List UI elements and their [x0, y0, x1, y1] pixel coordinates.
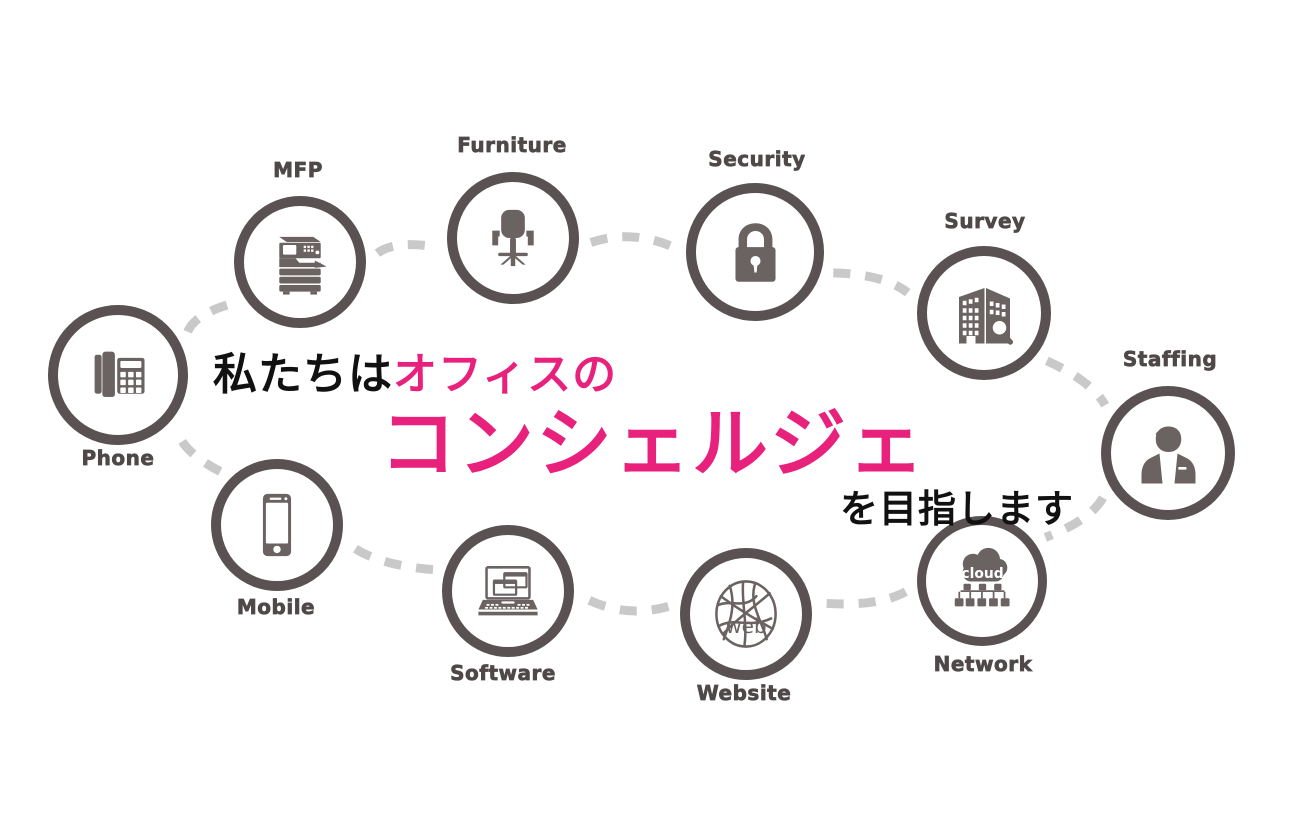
- node-label-network: Network: [933, 652, 1033, 677]
- node-security[interactable]: [686, 183, 824, 321]
- node-mfp[interactable]: [234, 196, 366, 328]
- node-software[interactable]: [442, 525, 574, 657]
- node-network[interactable]: cloud: [917, 516, 1047, 646]
- node-label-staffing: Staffing: [1122, 347, 1218, 372]
- connector-security-to-survey: [833, 268, 911, 297]
- node-website[interactable]: web: [680, 548, 812, 680]
- node-label-survey: Survey: [944, 209, 1026, 234]
- headline-line-1-pink: オフィスの: [393, 349, 618, 400]
- office-chair-icon: [492, 209, 534, 267]
- multifunction-printer-icon: [279, 236, 327, 295]
- desk-phone-icon: [94, 351, 145, 397]
- connector-mobile-to-phone: [173, 429, 223, 476]
- businessperson-icon: [1141, 426, 1195, 483]
- node-label-website: Website: [696, 681, 792, 706]
- connector-survey-to-staffing: [1045, 356, 1110, 408]
- svg-text:cloud: cloud: [961, 565, 1003, 581]
- node-furniture[interactable]: [447, 172, 579, 304]
- connector-staffing-to-network: [1043, 495, 1107, 542]
- headline-line-2: コンシェルジェ: [380, 399, 926, 488]
- node-phone[interactable]: [48, 305, 188, 445]
- node-label-security: Security: [708, 147, 806, 172]
- smartphone-icon: [262, 493, 292, 557]
- node-staffing[interactable]: [1101, 386, 1235, 520]
- svg-text:web: web: [725, 614, 766, 638]
- node-survey[interactable]: [917, 246, 1051, 380]
- node-ring-software: [442, 525, 574, 657]
- connector-website-to-software: [583, 594, 670, 616]
- padlock-icon: [734, 222, 776, 282]
- node-label-phone: Phone: [81, 446, 155, 471]
- node-label-software: Software: [450, 661, 556, 686]
- connector-network-to-website: [822, 587, 908, 609]
- connector-phone-to-mfp: [183, 298, 235, 334]
- node-label-mfp: MFP: [273, 158, 323, 183]
- headline-line-3: を目指します: [840, 487, 1075, 531]
- building-search-icon: [958, 287, 1013, 345]
- node-label-mobile: Mobile: [236, 595, 316, 620]
- node-label-furniture: Furniture: [457, 133, 567, 158]
- connector-software-to-mobile: [349, 542, 434, 575]
- connector-furniture-to-security: [589, 232, 676, 252]
- node-mobile[interactable]: [211, 459, 343, 591]
- headline-block: 私たちはオフィスの コンシェルジェ を目指します: [205, 338, 1085, 531]
- node-ring-mfp: [234, 196, 366, 328]
- headline-line-1-black: 私たちは: [213, 349, 393, 400]
- web-globe-icon: web: [715, 580, 777, 648]
- headline-line-1: 私たちはオフィスの: [213, 338, 617, 402]
- cloud-network-icon: cloud: [954, 547, 1010, 606]
- connector-mfp-to-furniture: [374, 240, 437, 258]
- laptop-windows-icon: [478, 566, 538, 616]
